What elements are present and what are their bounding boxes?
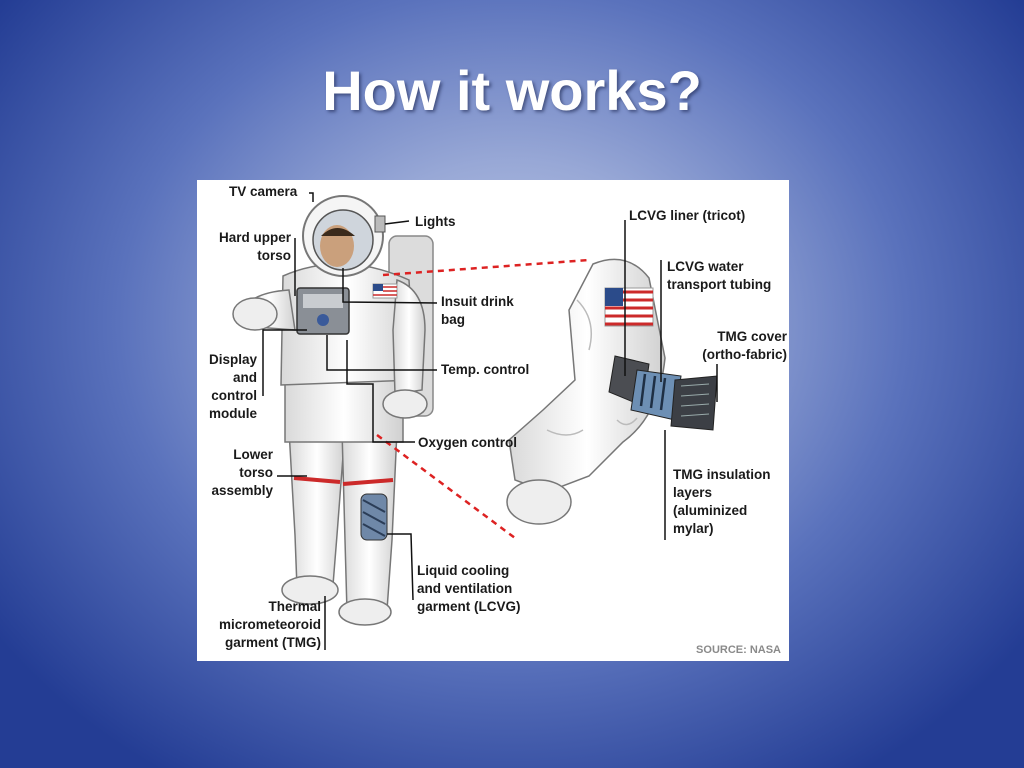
label-lcvg-liner: LCVG liner (tricot): [629, 208, 746, 223]
red-stripe-left: [293, 476, 341, 484]
source-credit: SOURCE: NASA: [696, 644, 781, 656]
spacesuit-diagram: TV camera Lights Hard upper torso Insuit…: [197, 180, 789, 661]
arm-closeup-glove: [506, 479, 572, 525]
label-tv-camera: TV camera: [229, 184, 298, 199]
left-glove: [232, 297, 278, 331]
right-glove: [382, 389, 428, 419]
label-tmg-insulation: TMG insulation layers (aluminized mylar): [673, 467, 771, 536]
slide-title: How it works?: [322, 59, 702, 122]
label-thermal-micrometeoroid: Thermal micrometeoroid garment (TMG): [218, 599, 321, 650]
label-liquid-cooling: Liquid cooling and ventilation garment (…: [417, 563, 521, 614]
dashed-connector-bottom: [376, 433, 516, 540]
diagram-artwork: [232, 192, 718, 650]
label-lights: Lights: [415, 214, 456, 229]
label-insuit-drink-bag: Insuit drink bag: [441, 294, 514, 327]
label-oxygen-control: Oxygen control: [418, 435, 518, 450]
helmet-lights: [374, 215, 386, 233]
red-stripe-right: [342, 478, 394, 486]
label-temp-control: Temp. control: [441, 362, 530, 377]
leader-drink-bag: [342, 268, 438, 304]
label-hard-upper-torso: Hard upper torso: [218, 230, 291, 263]
label-lcvg-water-tubing: LCVG water transport tubing: [667, 259, 772, 292]
leader-tv-camera: [309, 192, 314, 202]
label-lower-torso-assembly: Lower torso assembly: [211, 447, 273, 498]
left-leg: [288, 429, 346, 589]
left-boot: [281, 575, 339, 605]
leader-oxygen-control: [346, 340, 415, 443]
right-boot: [338, 598, 392, 626]
dashed-connector-top: [382, 258, 590, 277]
layer-tmg: [670, 375, 718, 431]
label-tmg-cover: TMG cover (ortho-fabric): [702, 329, 787, 362]
leader-lights: [384, 220, 410, 225]
leader-display-module: [262, 329, 307, 396]
leader-temp-control: [326, 335, 437, 371]
label-display-control-module: Display and control module: [208, 352, 257, 421]
leader-lcvg: [387, 533, 414, 601]
